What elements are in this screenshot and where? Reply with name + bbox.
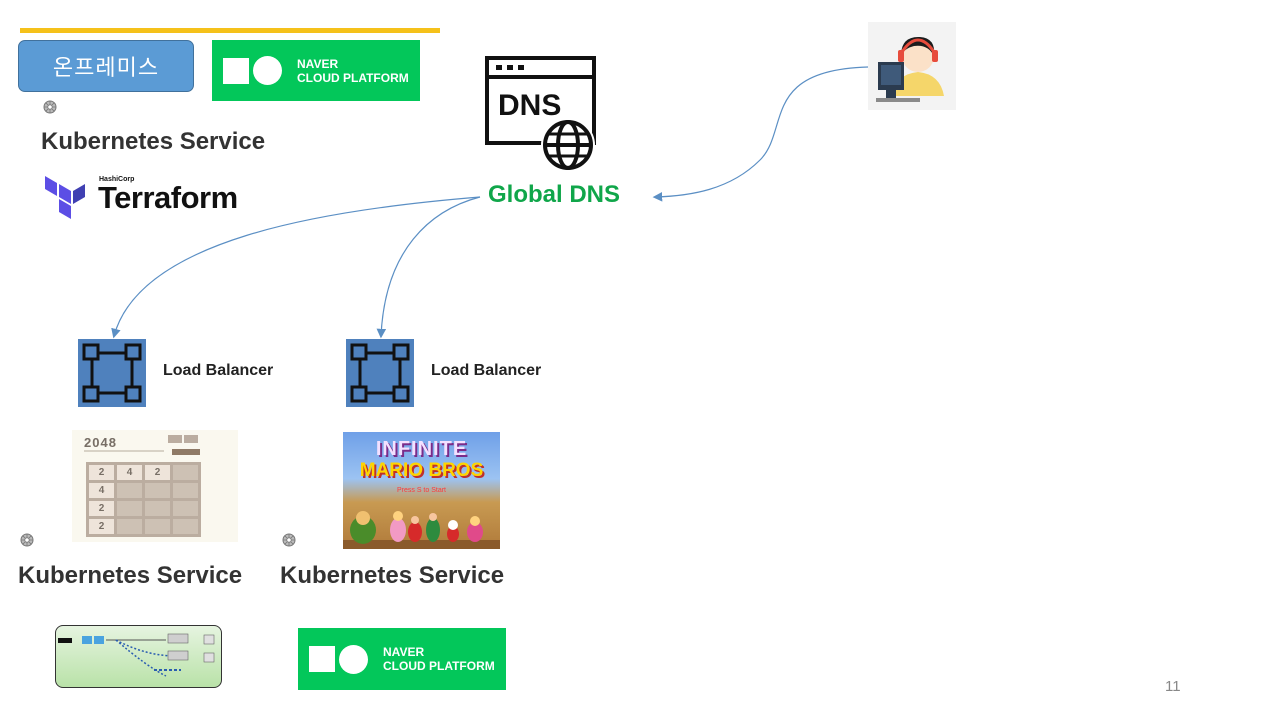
ncp-logo-line1: NAVER — [383, 645, 425, 659]
dns-icon: DNS — [485, 56, 596, 172]
grid-cell: 2 — [89, 465, 114, 480]
best-score-box — [184, 435, 198, 443]
kubernetes-service-title: Kubernetes Service — [18, 562, 243, 589]
page-number: 11 — [1165, 678, 1181, 695]
grid-cell: 4 — [89, 483, 114, 498]
network-flow-thumbnail — [55, 625, 222, 688]
load-balancer-icon — [78, 339, 146, 407]
grid-cell: 2 — [89, 519, 114, 534]
grid-cell: 2 — [89, 501, 114, 516]
ncp-logo-line2: CLOUD PLATFORM — [383, 659, 495, 673]
grid-cell — [117, 483, 142, 498]
grid-cell — [117, 501, 142, 516]
game-2048-title: 2048 — [84, 435, 117, 450]
score-box — [168, 435, 182, 443]
mario-characters — [343, 511, 500, 549]
kubernetes-icon — [282, 533, 296, 547]
grid-cell: 4 — [117, 465, 142, 480]
arrow-dns-to-lb1 — [111, 196, 481, 339]
ncp-logo-line1: NAVER — [297, 56, 339, 71]
grid-cell — [173, 501, 198, 516]
ncp-mark-icon — [223, 56, 282, 85]
terraform-icon — [45, 176, 85, 219]
network-flow-diagram — [58, 633, 215, 677]
arrow-user-to-dns — [652, 66, 869, 202]
grid-cell — [145, 483, 170, 498]
load-balancer-icon — [346, 339, 414, 407]
game-2048-grid: 2 4 2 4 2 2 — [86, 462, 201, 537]
onprem-button[interactable]: 온프레미스 — [18, 40, 194, 92]
infinite-mario-screenshot: INFINITE MARIO BROS Press S to Start — [343, 432, 500, 549]
grid-cell — [173, 483, 198, 498]
grid-cell — [173, 519, 198, 534]
kubernetes-service-title: Kubernetes Service — [41, 128, 266, 155]
game-intro-text — [84, 450, 164, 452]
load-balancer-label: Load Balancer — [163, 362, 274, 379]
game-2048-screenshot: 2048 2 4 2 4 2 2 — [72, 430, 238, 542]
ncp-mark-icon — [309, 644, 368, 674]
grid-cell — [145, 501, 170, 516]
global-dns-label: Global DNS — [488, 181, 621, 208]
kubernetes-icon — [20, 533, 34, 547]
mario-title-line2: MARIO BROS — [359, 460, 484, 481]
kubernetes-service-title: Kubernetes Service — [280, 562, 505, 589]
accent-bar — [20, 28, 440, 33]
load-balancer-label: Load Balancer — [431, 362, 542, 379]
grid-cell — [117, 519, 142, 534]
user-avatar — [868, 22, 956, 110]
terraform-wordmark: Terraform — [98, 180, 238, 215]
arrow-dns-to-lb2 — [376, 196, 481, 339]
grid-cell — [173, 465, 198, 480]
terraform-vendor: HashiCorp — [99, 176, 135, 183]
kubernetes-icon — [43, 100, 57, 114]
new-game-button[interactable] — [172, 449, 200, 455]
grid-cell: 2 — [145, 465, 170, 480]
mario-title-line1: INFINITE — [375, 438, 468, 460]
grid-cell — [145, 519, 170, 534]
ncp-logo-line2: CLOUD PLATFORM — [297, 70, 409, 85]
dns-icon-text: DNS — [498, 89, 561, 122]
mario-press-start: Press S to Start — [396, 487, 447, 494]
